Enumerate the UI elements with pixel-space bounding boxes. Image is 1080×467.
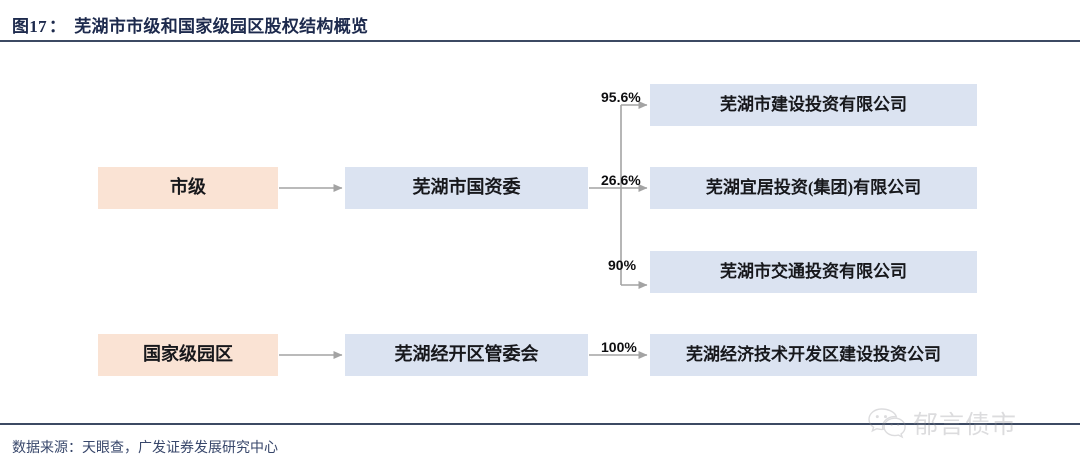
stake-label-95-6: 95.6% xyxy=(601,89,641,105)
stake-label-100: 100% xyxy=(601,339,637,355)
header-divider xyxy=(0,40,1080,42)
node-subsidiary-yiju-investment[interactable]: 芜湖宜居投资(集团)有限公司 xyxy=(650,167,977,209)
stake-label-90: 90% xyxy=(608,257,636,273)
node-category-municipal[interactable]: 市级 xyxy=(98,167,278,209)
figure-title: 图17： 芜湖市市级和国家级园区股权结构概览 xyxy=(12,12,368,37)
figure-title-text: 芜湖市市级和国家级园区股权结构概览 xyxy=(74,17,368,36)
node-owner-sasac[interactable]: 芜湖市国资委 xyxy=(345,167,588,209)
node-subsidiary-construction-investment[interactable]: 芜湖市建设投资有限公司 xyxy=(650,84,977,126)
node-subsidiary-development-zone-construction-investment[interactable]: 芜湖经济技术开发区建设投资公司 xyxy=(650,334,977,376)
node-owner-development-zone-committee[interactable]: 芜湖经开区管委会 xyxy=(345,334,588,376)
node-category-national-park[interactable]: 国家级园区 xyxy=(98,334,278,376)
figure-number: 图17 xyxy=(12,17,47,36)
footer-divider xyxy=(0,423,1080,425)
stake-label-26-6: 26.6% xyxy=(601,172,641,188)
node-subsidiary-transport-investment[interactable]: 芜湖市交通投资有限公司 xyxy=(650,251,977,293)
figure-source: 数据来源：天眼查，广发证券发展研究中心 xyxy=(12,437,278,457)
figure-title-separator: ： xyxy=(49,17,66,36)
